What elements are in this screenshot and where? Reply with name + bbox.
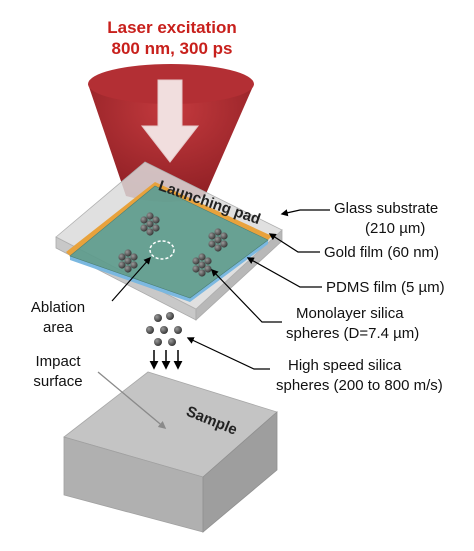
silica-sphere (192, 265, 200, 273)
flying-spheres (146, 312, 182, 346)
leader-monolayer (211, 268, 282, 323)
ablation-area-circle (149, 240, 175, 260)
silica-sphere (208, 232, 216, 240)
ablation-area-label: Ablation (31, 299, 85, 316)
leader-gold-film (268, 233, 320, 253)
silica-sphere (214, 228, 222, 236)
high-speed-sublabel: spheres (200 to 800 m/s) (276, 377, 443, 394)
silica-sphere (214, 244, 222, 252)
silica-sphere (124, 265, 132, 273)
flying-sphere (154, 314, 162, 322)
silica-sphere (146, 212, 154, 220)
ablation-area-sublabel: area (43, 319, 74, 336)
silica-sphere (140, 224, 148, 232)
silica-sphere (192, 257, 200, 265)
flying-sphere (146, 326, 154, 334)
title-line2: 800 nm, 300 ps (112, 39, 233, 58)
leader-pdms-film (246, 257, 322, 288)
leader-high-speed (186, 337, 270, 370)
silica-sphere (198, 269, 206, 277)
sphere-cluster-1 (140, 212, 160, 236)
silica-sphere (146, 228, 154, 236)
flying-sphere (154, 338, 162, 346)
glass-substrate-label: Glass substrate (334, 200, 438, 217)
silica-sphere (198, 261, 206, 269)
silica-sphere (130, 253, 138, 261)
impact-surface-sublabel: surface (33, 373, 82, 390)
leader-ablation-area (111, 256, 151, 302)
silica-sphere (124, 249, 132, 257)
gold-film (66, 182, 272, 256)
flying-sphere (160, 326, 168, 334)
impact-surface-pointer (97, 371, 167, 430)
silica-sphere (204, 257, 212, 265)
silica-sphere (146, 220, 154, 228)
silica-sphere (124, 257, 132, 265)
silica-sphere (130, 261, 138, 269)
high-speed-label: High speed silica (288, 357, 402, 374)
silica-sphere (152, 216, 160, 224)
sphere-cluster-3 (118, 249, 138, 273)
flying-sphere (168, 338, 176, 346)
silica-sphere (152, 224, 160, 232)
pdms-film-label: PDMS film (5 µm) (326, 279, 445, 296)
silica-sphere (220, 232, 228, 240)
silica-sphere (198, 253, 206, 261)
silica-sphere (118, 261, 126, 269)
silica-sphere (204, 265, 212, 273)
sphere-cluster-4 (192, 253, 212, 277)
silica-sphere (220, 240, 228, 248)
laser-arrow (140, 79, 200, 163)
impact-surface-label: Impact (35, 353, 81, 370)
silica-sphere (208, 240, 216, 248)
sample-side-right (202, 411, 278, 533)
flying-sphere (166, 312, 174, 320)
title-line1: Laser excitation (107, 18, 236, 37)
velocity-arrows (149, 350, 183, 370)
silica-sphere (214, 236, 222, 244)
pdms-film-edge (70, 240, 268, 302)
gold-film-label: Gold film (60 nm) (324, 244, 439, 261)
callout-leaders (111, 209, 330, 370)
leader-glass-substrate (280, 209, 330, 217)
sphere-cluster-2 (208, 228, 228, 252)
glass-substrate-sublabel: (210 µm) (365, 220, 425, 237)
monolayer-sublabel: spheres (D=7.4 µm) (286, 325, 419, 342)
silica-sphere (140, 216, 148, 224)
flying-sphere (174, 326, 182, 334)
monolayer-label: Monolayer silica (296, 305, 404, 322)
silica-sphere (118, 253, 126, 261)
